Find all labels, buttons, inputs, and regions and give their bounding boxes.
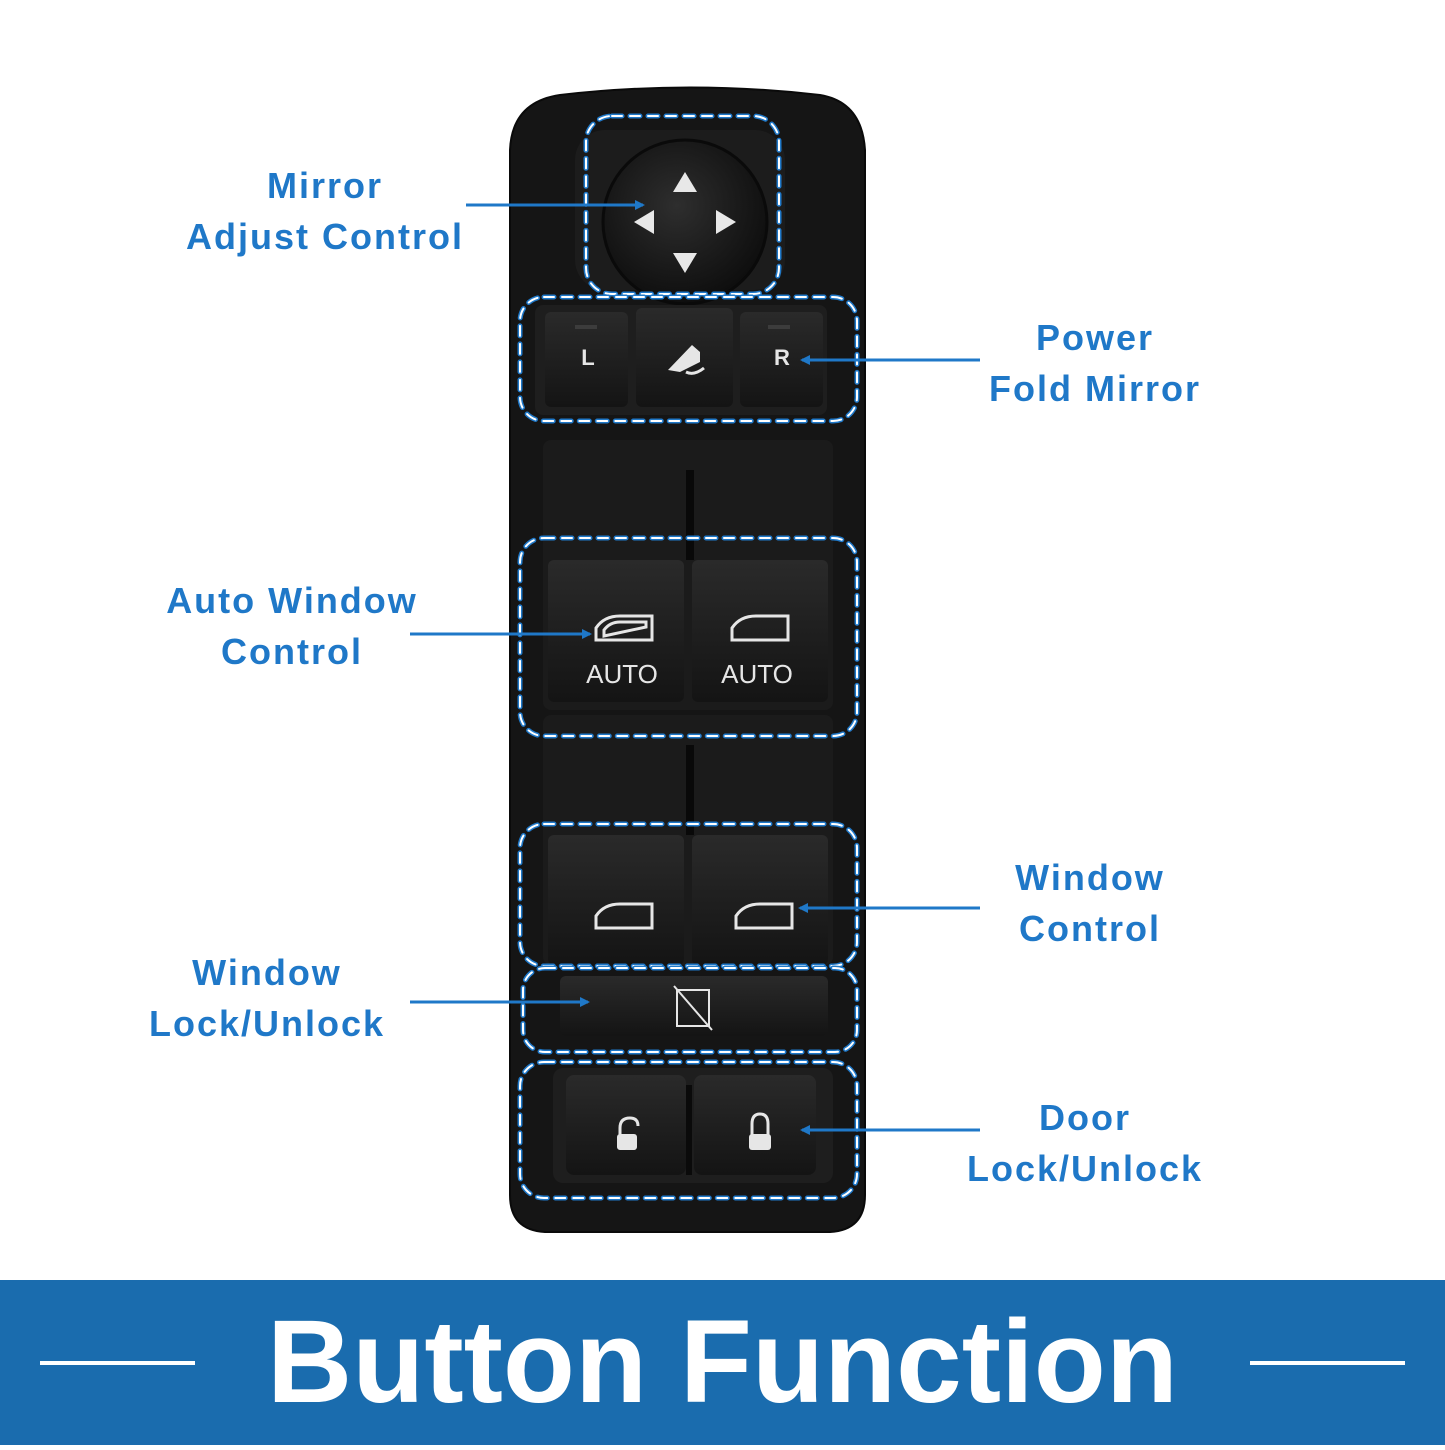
window-left-button[interactable]	[548, 835, 684, 965]
auto-window-left-button[interactable]	[548, 560, 684, 702]
banner-title: Button Function	[267, 1296, 1178, 1428]
right-mirror-button[interactable]	[740, 312, 823, 407]
window-lock-button[interactable]	[560, 976, 828, 1036]
window-icon	[734, 902, 794, 930]
auto-window-highlight	[517, 535, 860, 739]
window-lock-highlight	[520, 965, 860, 1055]
auto-window-label-line1: Auto Window	[166, 580, 418, 621]
window-icon	[594, 614, 654, 642]
window-control-label-line1: Window	[1015, 857, 1165, 898]
auto-window-right-button[interactable]	[692, 560, 828, 702]
auto-window-label: Auto Window Control	[137, 575, 447, 677]
mirror-adjust-label-line2: Adjust Control	[186, 216, 464, 257]
right-mirror-label: R	[774, 345, 790, 370]
unlock-icon	[618, 1116, 640, 1138]
window-control-label: Window Control	[960, 852, 1220, 954]
window-lock-label-line2: Lock/Unlock	[148, 1003, 386, 1044]
window-icon	[730, 614, 790, 642]
banner-rule-left	[40, 1361, 195, 1365]
arrow-right-icon	[716, 210, 736, 234]
window-control-label-line2: Control	[1019, 908, 1161, 949]
left-mirror-label: L	[581, 345, 594, 370]
window-right-button[interactable]	[692, 835, 828, 965]
window-lock-label-line1: Window	[192, 952, 342, 993]
auto-window-right-label: AUTO	[721, 659, 793, 689]
window-icon	[594, 902, 654, 930]
arrow-left-icon	[634, 210, 654, 234]
arrow-up-icon	[673, 172, 697, 192]
door-lock-label-line2: Lock/Unlock	[966, 1148, 1204, 1189]
power-fold-label: Power Fold Mirror	[955, 312, 1235, 414]
power-fold-label-line2: Fold Mirror	[989, 368, 1201, 409]
auto-window-left-label: AUTO	[586, 659, 658, 689]
door-lock-button[interactable]	[694, 1075, 816, 1175]
window-lock-icon	[676, 989, 710, 1027]
mirror-adjust-label-line1: Mirror	[266, 165, 383, 206]
title-banner: Button Function	[0, 1280, 1445, 1445]
mirror-adjust-knob[interactable]	[601, 138, 769, 306]
window-lock-label: Window Lock/Unlock	[122, 947, 412, 1049]
fold-mirror-icon	[668, 345, 700, 372]
mirror-adjust-label: Mirror Adjust Control	[160, 160, 490, 262]
left-mirror-button[interactable]	[545, 312, 628, 407]
power-fold-label-line1: Power	[1035, 317, 1155, 358]
door-unlock-button[interactable]	[566, 1075, 686, 1175]
auto-window-label-line2: Control	[221, 631, 363, 672]
door-lock-label: Door Lock/Unlock	[940, 1092, 1230, 1194]
banner-rule-right	[1250, 1361, 1405, 1365]
lock-icon	[750, 1112, 770, 1138]
arrow-down-icon	[673, 253, 697, 273]
door-lock-label-line1: Door	[1039, 1097, 1131, 1138]
